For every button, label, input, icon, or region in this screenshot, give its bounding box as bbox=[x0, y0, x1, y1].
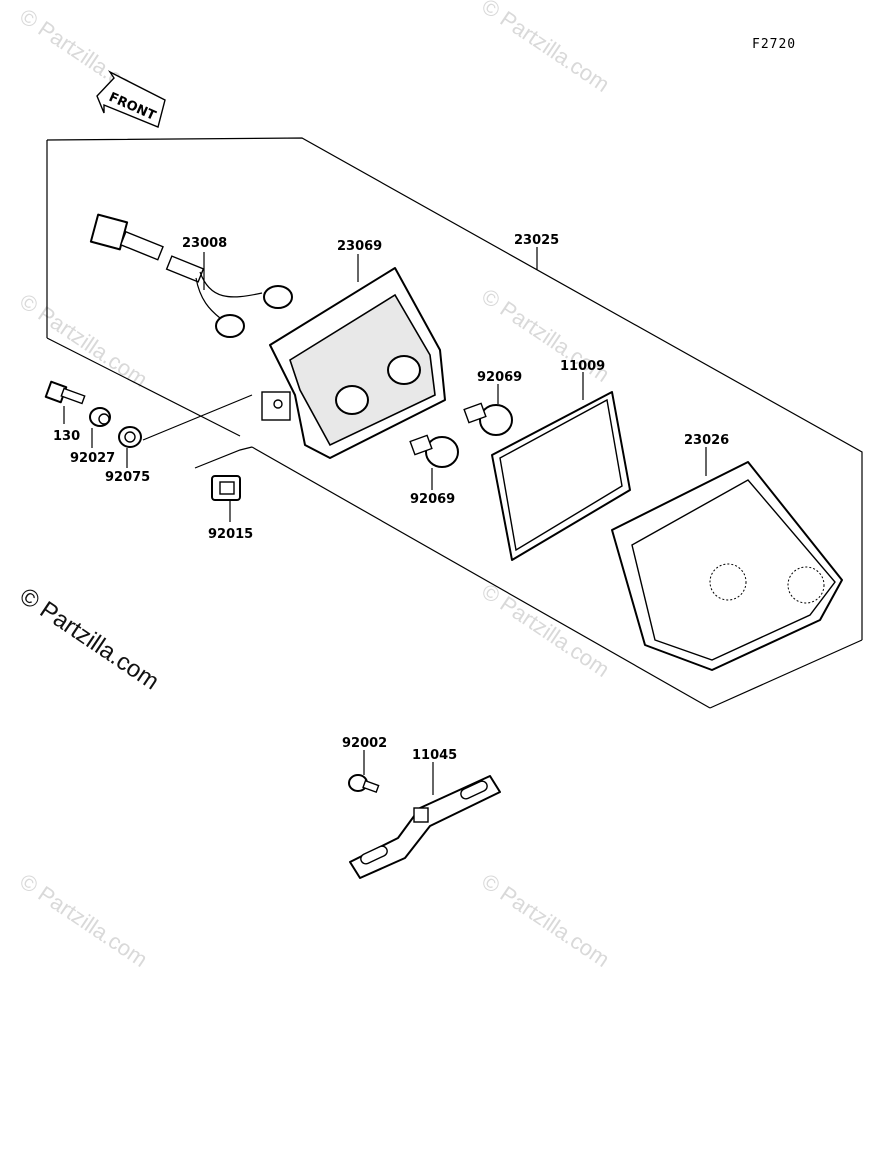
bracket-icon bbox=[349, 775, 501, 879]
watermark: © Partzilla.com bbox=[15, 288, 152, 392]
collar-icon bbox=[89, 407, 111, 427]
grommet-icon bbox=[118, 426, 142, 448]
bolt-icon bbox=[44, 380, 86, 405]
watermark: © Partzilla.com bbox=[477, 0, 614, 97]
part-label-11045: 11045 bbox=[412, 748, 457, 763]
small-bolt-icon bbox=[348, 774, 380, 794]
part-label-92015: 92015 bbox=[208, 527, 253, 542]
bulb-icon bbox=[409, 434, 459, 468]
diagram-code: F2720 bbox=[752, 37, 796, 52]
lens-icon bbox=[611, 461, 843, 671]
leader-line bbox=[142, 394, 253, 441]
watermark: © Partzilla.com bbox=[477, 578, 614, 682]
assembly-outline bbox=[46, 137, 863, 709]
copyright-text: © Partzilla.com bbox=[15, 583, 164, 696]
watermark: © Partzilla.com bbox=[477, 868, 614, 972]
part-label-92027: 92027 bbox=[70, 451, 115, 466]
part-label-130: 130 bbox=[53, 429, 80, 444]
leader-line bbox=[194, 446, 253, 469]
part-label-23069: 23069 bbox=[337, 239, 382, 254]
watermark: © Partzilla.com bbox=[15, 868, 152, 972]
cap-icon bbox=[211, 475, 241, 501]
gasket-icon bbox=[491, 391, 631, 561]
lamp-housing-icon bbox=[261, 267, 446, 459]
part-label-11009: 11009 bbox=[560, 359, 605, 374]
part-label-23026: 23026 bbox=[684, 433, 729, 448]
harness-icon bbox=[89, 213, 293, 338]
part-label-23025: 23025 bbox=[514, 233, 559, 248]
lens-texture bbox=[709, 563, 825, 604]
part-label-92069-bottom: 92069 bbox=[410, 492, 455, 507]
bulb-icon bbox=[463, 402, 513, 436]
part-label-92002: 92002 bbox=[342, 736, 387, 751]
part-label-92069-top: 92069 bbox=[477, 370, 522, 385]
part-label-23008: 23008 bbox=[182, 236, 227, 251]
part-label-92075: 92075 bbox=[105, 470, 150, 485]
